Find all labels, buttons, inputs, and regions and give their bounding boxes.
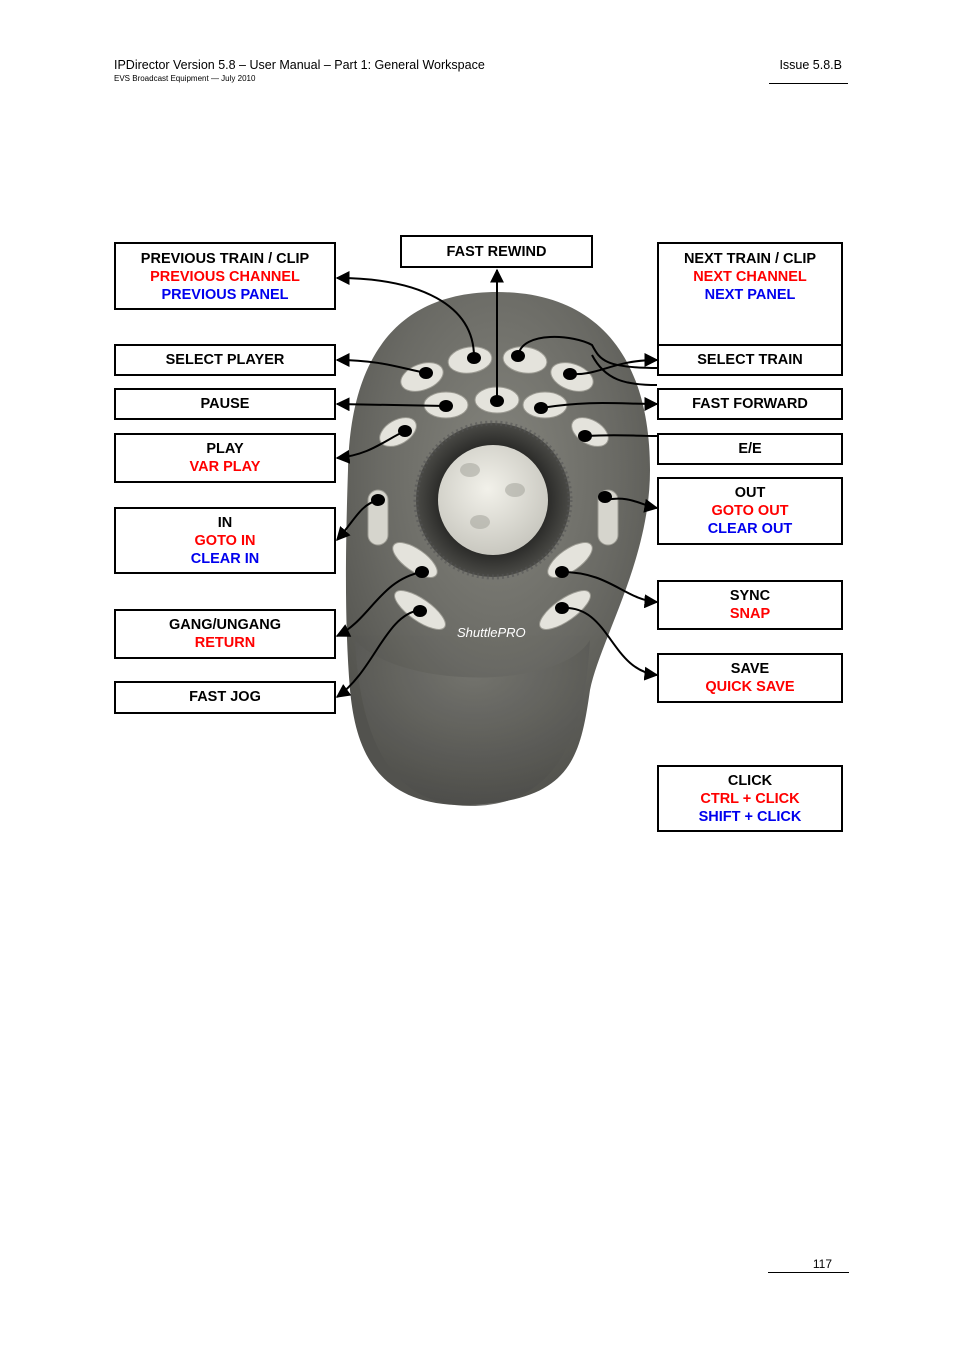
connector-dots [371, 350, 612, 617]
connector-lines [335, 268, 659, 698]
document-subtitle: EVS Broadcast Equipment — July 2010 [114, 74, 256, 83]
label-select-player: SELECT PLAYER [114, 344, 336, 376]
header-rule [769, 83, 848, 84]
document-title: IPDirector Version 5.8 – User Manual – P… [114, 58, 485, 72]
label-select-train: SELECT TRAIN [657, 344, 843, 376]
label-sync: SYNC SNAP [657, 580, 843, 630]
device-logo: ShuttlePRO [457, 625, 526, 640]
label-next-train: NEXT TRAIN / CLIP NEXT CHANNEL NEXT PANE… [657, 242, 843, 348]
footer-rule [768, 1272, 849, 1273]
label-fast-forward: FAST FORWARD [657, 388, 843, 420]
label-fast-rewind: FAST REWIND [400, 235, 593, 268]
label-out: OUT GOTO OUT CLEAR OUT [657, 477, 843, 545]
label-gang: GANG/UNGANG RETURN [114, 609, 336, 659]
label-fast-jog: FAST JOG [114, 681, 336, 714]
label-ee: E/E [657, 433, 843, 465]
jog-wheel [438, 445, 548, 555]
label-in: IN GOTO IN CLEAR IN [114, 507, 336, 574]
page-number: 117 [812, 1257, 832, 1271]
label-click: CLICK CTRL + CLICK SHIFT + CLICK [657, 765, 843, 832]
label-previous-train: PREVIOUS TRAIN / CLIP PREVIOUS CHANNEL P… [114, 242, 336, 310]
label-pause: PAUSE [114, 388, 336, 420]
label-save: SAVE QUICK SAVE [657, 653, 843, 703]
issue-number: Issue 5.8.B [779, 58, 842, 72]
label-play: PLAY VAR PLAY [114, 433, 336, 483]
